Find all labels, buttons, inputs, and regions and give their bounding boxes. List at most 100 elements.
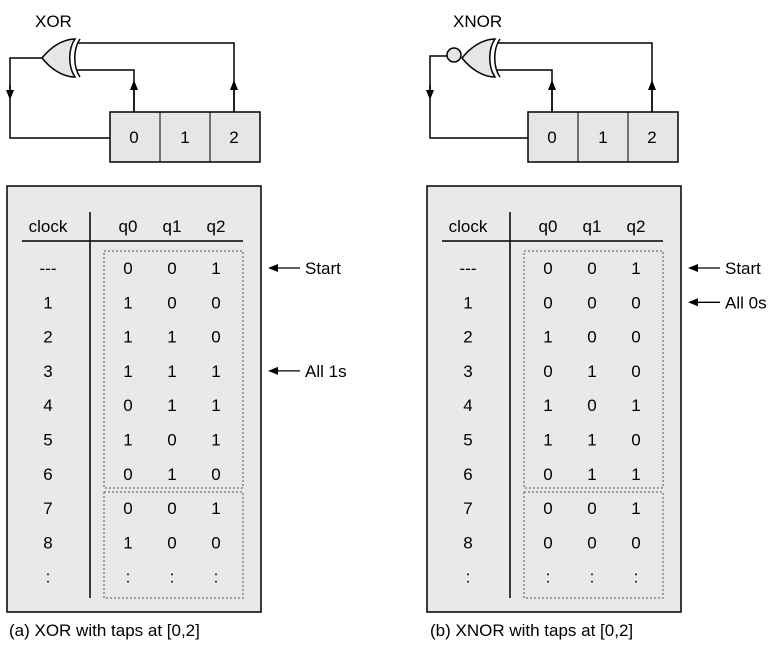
header-q1: q1 (583, 217, 602, 236)
cycle-box-main (103, 250, 244, 489)
cycle-box-repeat (103, 491, 244, 599)
annotation-arrowhead (268, 264, 278, 272)
cell-q2: 0 (631, 362, 640, 381)
cell-q1: 0 (587, 533, 596, 552)
cell-q1: 0 (587, 259, 596, 278)
cell-q1: 0 (167, 499, 176, 518)
cell-clock: 4 (43, 396, 52, 415)
register-cell-2: 2 (229, 128, 238, 147)
cell-q2: 1 (631, 465, 640, 484)
tap-0-wire (497, 69, 553, 112)
annotation: All 1s (268, 362, 347, 381)
gate-label: XOR (35, 12, 72, 31)
cell-clock: 8 (463, 533, 472, 552)
annotation: All 0s (688, 293, 767, 312)
cell-q0: 0 (543, 533, 552, 552)
annotation: Start (688, 259, 761, 278)
cell-q1: 0 (167, 431, 176, 450)
cell-q0: : (126, 568, 131, 587)
table-row: 1 0 0 0 (463, 293, 640, 312)
cell-q1: 1 (587, 465, 596, 484)
cell-q0: 1 (543, 396, 552, 415)
cell-q0: 0 (543, 465, 552, 484)
panel-xnor: XNOR 0 1 2 clock q0 q1 q2 (426, 12, 767, 640)
cell-clock: 5 (463, 431, 472, 450)
cell-q0: 1 (543, 431, 552, 450)
annotation: Start (268, 259, 341, 278)
xnor-gate (446, 38, 501, 78)
cell-q1: 0 (587, 293, 596, 312)
cell-q2: 1 (631, 396, 640, 415)
cell-q2: 1 (631, 259, 640, 278)
table-row: :::: (46, 568, 219, 587)
annotation-arrowhead (268, 366, 278, 375)
table-background (426, 185, 682, 613)
tap-0-wire (77, 69, 135, 112)
cell-q2: 1 (211, 396, 220, 415)
cell-q2: 1 (211, 259, 220, 278)
caption: (b) XNOR with taps at [0,2] (430, 621, 633, 640)
register-cell-1: 1 (180, 128, 189, 147)
cell-clock: 6 (463, 465, 472, 484)
cell-q1: 1 (167, 396, 176, 415)
header-q1: q1 (163, 217, 182, 236)
cell-q2: 0 (631, 431, 640, 450)
annotation-label: Start (725, 259, 761, 278)
cell-q0: 0 (123, 396, 132, 415)
cell-q2: : (634, 568, 639, 587)
cell-q0: 0 (543, 499, 552, 518)
register-cell-2: 2 (647, 128, 656, 147)
cell-q2: 0 (631, 293, 640, 312)
cell-q2: 1 (211, 431, 220, 450)
cell-q0: 1 (543, 328, 552, 347)
inverter-bubble (446, 47, 462, 63)
cell-clock: 6 (43, 465, 52, 484)
cell-q0: 1 (123, 431, 132, 450)
cell-clock: 1 (463, 293, 472, 312)
cell-clock: 3 (463, 362, 472, 381)
annotation-label: Start (305, 259, 341, 278)
cell-q0: 1 (123, 362, 132, 381)
cell-clock: 5 (43, 431, 52, 450)
cell-q0: 0 (543, 293, 552, 312)
header-q0: q0 (119, 217, 138, 236)
cell-q1: 1 (167, 362, 176, 381)
cell-q2: 0 (211, 328, 220, 347)
header-q2: q2 (207, 217, 226, 236)
header-q0: q0 (539, 217, 558, 236)
cell-q0: 0 (123, 259, 132, 278)
cell-q1: 0 (167, 259, 176, 278)
cell-q0: 1 (123, 293, 132, 312)
table-row: :::: (466, 568, 639, 587)
cell-q2: 1 (211, 499, 220, 518)
cell-q1: 1 (587, 431, 596, 450)
cell-clock: 1 (43, 293, 52, 312)
cell-q2: 0 (211, 465, 220, 484)
annotation-arrowhead (688, 298, 698, 307)
cell-q2: 1 (631, 499, 640, 518)
table-row: 8 0 0 0 (463, 533, 640, 552)
cell-clock: 8 (43, 533, 52, 552)
cell-q0: 1 (123, 328, 132, 347)
header-clock: clock (29, 217, 68, 236)
cell-clock: 7 (463, 499, 472, 518)
cell-q0: 0 (543, 259, 552, 278)
gate-label: XNOR (453, 12, 502, 31)
cell-q2: 0 (631, 533, 640, 552)
cell-clock: 4 (463, 396, 472, 415)
register-cell-1: 1 (598, 128, 607, 147)
table-background (6, 185, 262, 613)
annotation-label: All 0s (725, 293, 767, 312)
cell-q2: 0 (211, 533, 220, 552)
cell-q0: 0 (123, 465, 132, 484)
